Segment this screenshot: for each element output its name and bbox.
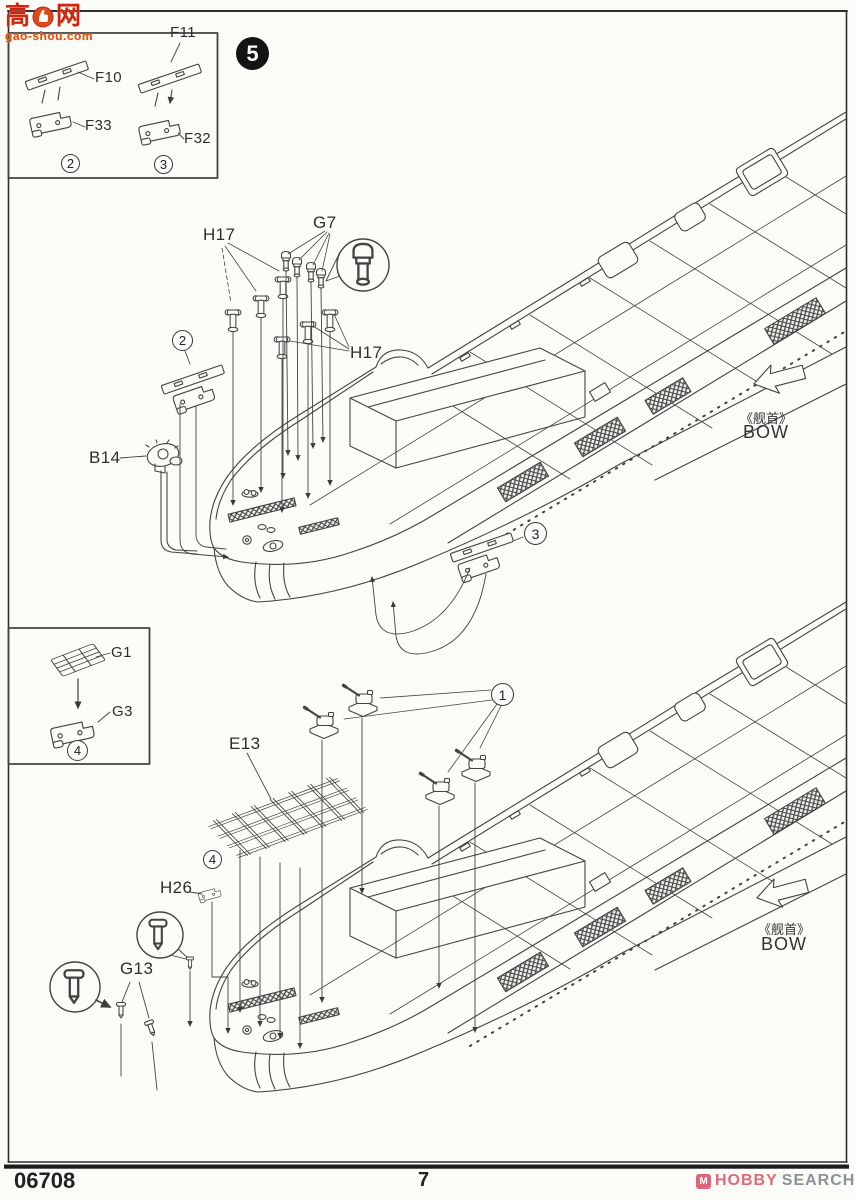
part-label-g13: G13: [120, 959, 154, 978]
part-turret: [418, 771, 456, 807]
watermark-char-right: 网: [56, 2, 82, 30]
part-turret: [454, 748, 492, 784]
drop-lines-upper: [230, 270, 333, 513]
part-turret: [302, 705, 340, 741]
part-label-h17-right: H17: [350, 343, 383, 362]
part-label-f11: F11: [170, 24, 196, 41]
upper-diagram: [119, 111, 848, 655]
hull-lower: [208, 601, 848, 1093]
part-b14-winch: [145, 439, 198, 555]
part-label-h26: H26: [160, 878, 193, 897]
part-turret: [341, 683, 379, 719]
hobby-search-logo: M HOBBY SEARCH: [696, 1172, 855, 1190]
assembly-callout-2-upper: 2: [172, 330, 193, 351]
drop-lines-lower: [237, 717, 478, 1049]
inset-box-top: [7, 32, 219, 179]
part-g13: [143, 1018, 159, 1038]
bow-direction-arrow-lower: [754, 875, 811, 911]
assembly-callout-3: 3: [154, 155, 173, 174]
parts-callout-1: 1: [491, 683, 514, 706]
bow-label-cn-lower: 《舰首》: [757, 922, 810, 937]
kit-number: 06708: [14, 1168, 76, 1193]
detail-circle-g13: [49, 961, 112, 1013]
lower-diagram: [49, 601, 848, 1093]
page-number: 7: [418, 1169, 430, 1191]
part-label-f32: F32: [184, 130, 212, 147]
assembly-callout-4-lower: 4: [203, 850, 222, 869]
bow-label-en-lower: BOW: [761, 934, 807, 954]
assembly-callout-3-upper: 3: [524, 522, 547, 545]
part-label-f33: F33: [85, 117, 113, 134]
part-label-g1: G1: [111, 644, 132, 661]
part-label-g7: G7: [313, 213, 337, 232]
watermark-domain: gao-shou.com: [5, 29, 94, 43]
inset-box-mid: [7, 627, 151, 765]
detail-circle-h26: [136, 911, 191, 961]
hobby-search-icon: M: [696, 1173, 711, 1189]
part-assembly2: [160, 364, 226, 416]
bow-direction-arrow-upper: [751, 361, 808, 397]
assembly-callout-4: 4: [67, 740, 88, 761]
watermark-char-left: 高: [5, 2, 31, 30]
part-label-f10: F10: [95, 69, 123, 86]
part-label-g3: G3: [112, 703, 133, 720]
part-e13-grating: [208, 776, 368, 858]
thumb-up-icon: [32, 6, 54, 27]
part-g1-grate: [50, 643, 106, 677]
brand-hobby-text: HOBBY: [715, 1172, 778, 1189]
step-number-badge: 5: [236, 37, 269, 70]
bow-label-cn-upper: 《舰首》: [739, 411, 792, 426]
detail-circle-g7: [325, 238, 390, 292]
part-g13: [115, 1001, 127, 1019]
brand-search-text: SEARCH: [781, 1172, 855, 1189]
part-label-h17-top: H17: [203, 225, 236, 244]
part-label-e13: E13: [229, 734, 261, 753]
watermark-logo: 高 网 gao-shou.com: [5, 2, 94, 43]
page-frame: [4, 10, 849, 1169]
bow-label-en-upper: BOW: [743, 422, 789, 442]
assembly-callout-2: 2: [61, 154, 80, 173]
part-h26: [197, 887, 223, 904]
part-label-b14: B14: [89, 448, 121, 467]
